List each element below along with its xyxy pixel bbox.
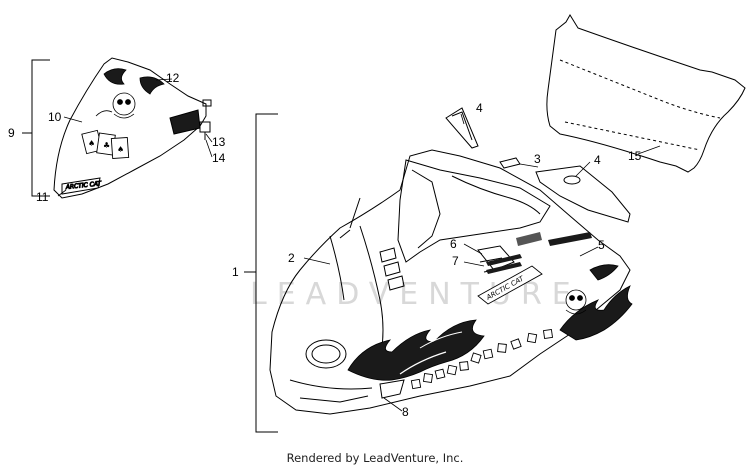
- callout-4-top: 4: [476, 101, 483, 115]
- callout-2: 2: [288, 251, 295, 265]
- callout-10: 10: [48, 110, 62, 124]
- callout-7: 7: [452, 254, 459, 268]
- decal-panel: ARCTIC CAT: [53, 57, 207, 199]
- callout-6: 6: [450, 237, 457, 251]
- callout-1: 1: [232, 265, 239, 279]
- callout-4-side: 4: [594, 153, 601, 167]
- callout-12: 12: [166, 71, 180, 85]
- callout-9: 9: [8, 126, 15, 140]
- hood-assembly: [269, 149, 631, 415]
- side-stripe: [548, 232, 592, 246]
- svg-text:♠: ♠: [88, 139, 95, 148]
- playing-cards-decal: ♠ ♣ ♠: [81, 129, 130, 160]
- vent-decal-small: [445, 107, 479, 149]
- footer-credit: Rendered by LeadVenture, Inc.: [286, 451, 464, 465]
- panel-logo-text: ARCTIC CAT: [64, 180, 102, 191]
- svg-text:♠: ♠: [117, 145, 124, 154]
- callout-5: 5: [598, 238, 605, 252]
- callout-13: 13: [212, 135, 226, 149]
- panel-skull-decal: [95, 68, 165, 119]
- watermark: LEADVENTURE: [250, 277, 581, 312]
- side-panel-decal: [535, 165, 631, 223]
- callout-3: 3: [534, 152, 541, 166]
- hood-flame-decal: [347, 319, 485, 381]
- callout-14: 14: [212, 151, 226, 165]
- svg-text:♣: ♣: [103, 141, 110, 150]
- group-brackets: [22, 59, 278, 433]
- callout-11: 11: [36, 190, 49, 204]
- leader-lines: [57, 78, 661, 412]
- side-skull-flame-decal: [559, 264, 633, 341]
- stripe-decal: [486, 232, 542, 274]
- dice-decal-strip: [410, 328, 554, 390]
- small-decal-3: [499, 157, 521, 169]
- windshield: [546, 14, 746, 173]
- callout-8: 8: [402, 405, 409, 419]
- callout-15: 15: [628, 149, 642, 163]
- fastener-13-14: [199, 99, 212, 140]
